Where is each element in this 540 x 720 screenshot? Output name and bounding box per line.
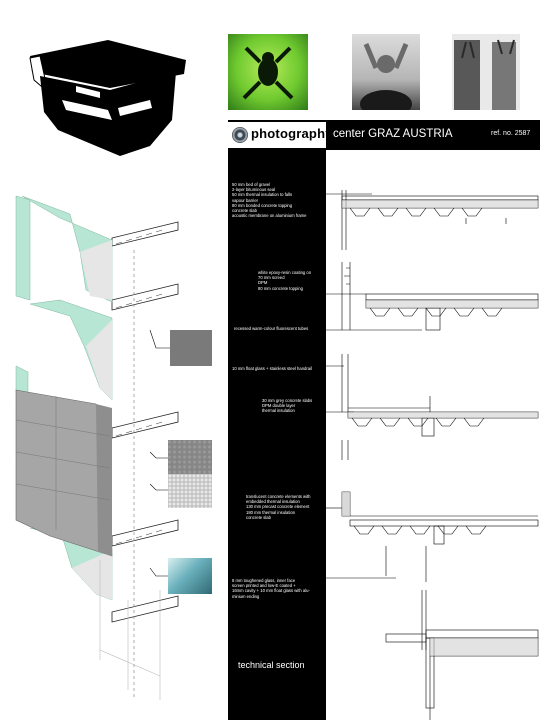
silhouette-photo-2 xyxy=(452,34,520,110)
detail-floor xyxy=(341,262,539,331)
detail-facade xyxy=(341,491,539,582)
annotation-terrace: 30 mm grey concrete slabs DPM double lay… xyxy=(262,398,313,414)
annotation-lighting: recessed warm-colour fluorescent tubes xyxy=(234,326,309,331)
reference-number: ref. no. 2587 xyxy=(491,130,531,137)
panel-shadows xyxy=(72,240,112,600)
axonometric-illustration xyxy=(15,40,186,700)
swatch-translucent-concrete xyxy=(168,474,212,508)
section-hatch xyxy=(342,200,538,656)
building-model xyxy=(29,40,186,156)
swatch-fluorescent xyxy=(170,330,212,366)
silhouette-photo-1 xyxy=(352,34,420,110)
detail-terrace xyxy=(341,354,539,460)
detail-roof xyxy=(341,190,539,250)
frog-photo xyxy=(228,34,308,110)
annotation-handrail: 10 mm float glass + stainless steel hand… xyxy=(232,366,312,371)
annotation-glazing: 8 mm toughened glass, inner face screen … xyxy=(232,578,310,599)
annotation-roof: 50 mm bed of gravel 2-layer bituminous s… xyxy=(232,182,307,219)
figure-silhouette-icon xyxy=(360,43,412,110)
swatch-glass xyxy=(168,558,212,594)
page-subtitle: center GRAZ AUSTRIA xyxy=(333,128,453,140)
logo: photography xyxy=(228,122,332,148)
frog-silhouette-icon xyxy=(242,46,294,100)
technical-section-drawing xyxy=(326,190,539,720)
leader-lines xyxy=(149,329,170,577)
annotation-floor: white epoxy-resin coating on 70 mm scree… xyxy=(258,270,312,291)
slab-hatching xyxy=(115,229,163,545)
lens-icon xyxy=(232,127,248,143)
swatch-concrete-texture xyxy=(168,440,212,474)
concrete-facade xyxy=(15,389,113,557)
figure-silhouette-icon xyxy=(461,39,515,59)
floor-slabs xyxy=(111,221,179,623)
annotation-column xyxy=(228,122,326,720)
logo-word: photography xyxy=(251,126,333,141)
section-title: technical section xyxy=(238,660,305,670)
annotation-facade: translucent concrete elements with embed… xyxy=(246,494,311,520)
